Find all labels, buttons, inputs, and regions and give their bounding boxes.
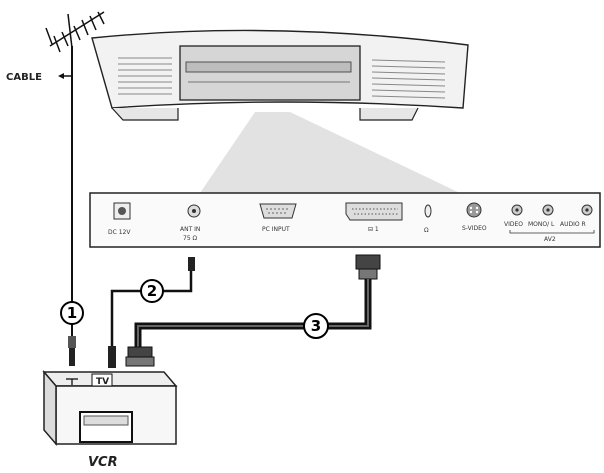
antenna-ohm-label: 75 Ω xyxy=(183,235,198,242)
dc-jack-icon xyxy=(113,202,131,220)
vga-port-icon xyxy=(259,203,297,219)
antenna-in-label: ANT IN xyxy=(180,226,200,233)
vcr-tv-badge xyxy=(91,373,113,387)
cable-label: CABLE xyxy=(6,72,42,83)
av2-label: AV2 xyxy=(544,236,556,243)
svideo-label: S-VIDEO xyxy=(462,225,487,232)
callout-2-number: 2 xyxy=(147,282,157,300)
video-label: VIDEO xyxy=(504,221,523,228)
scart-label: ⊟ 1 xyxy=(368,226,379,233)
scart-cable-3 xyxy=(125,254,381,367)
callout-3-number: 3 xyxy=(311,317,321,335)
audio-r-label: AUDIO R xyxy=(560,221,586,228)
callout-1-number: 1 xyxy=(67,304,77,322)
tv-set xyxy=(91,29,469,121)
dc-label: DC 12V xyxy=(108,229,131,236)
connector-panel: DC 12V ANT IN 75 Ω PC INPUT ⊟ 1 Ω xyxy=(89,192,601,248)
callout-1: 1 xyxy=(60,301,84,325)
pc-input-label: PC INPUT xyxy=(262,226,290,233)
vcr-antenna-icon xyxy=(66,378,78,385)
svideo-port-icon xyxy=(466,202,482,218)
antenna-icon xyxy=(45,11,105,53)
av2-jack-icons xyxy=(511,204,593,216)
zoom-beam xyxy=(200,112,460,193)
antenna-cable-1-tip xyxy=(69,348,75,366)
scart-port-icon xyxy=(345,202,403,221)
av2-bracket xyxy=(509,230,595,234)
headphone-jack-icon xyxy=(424,204,432,218)
headphone-label: Ω xyxy=(424,227,429,234)
callout-3: 3 xyxy=(303,313,329,339)
vcr-device: TV xyxy=(42,369,178,447)
vcr-tv-badge-text: TV xyxy=(96,377,109,387)
antenna-cable-1-plug xyxy=(68,336,76,348)
vcr-label: VCR xyxy=(88,455,118,470)
audio-mono-label: MONO/ L xyxy=(528,221,555,228)
antenna-jack-icon xyxy=(187,204,201,218)
cable-arrow-head xyxy=(58,73,64,79)
callout-2: 2 xyxy=(140,279,164,303)
